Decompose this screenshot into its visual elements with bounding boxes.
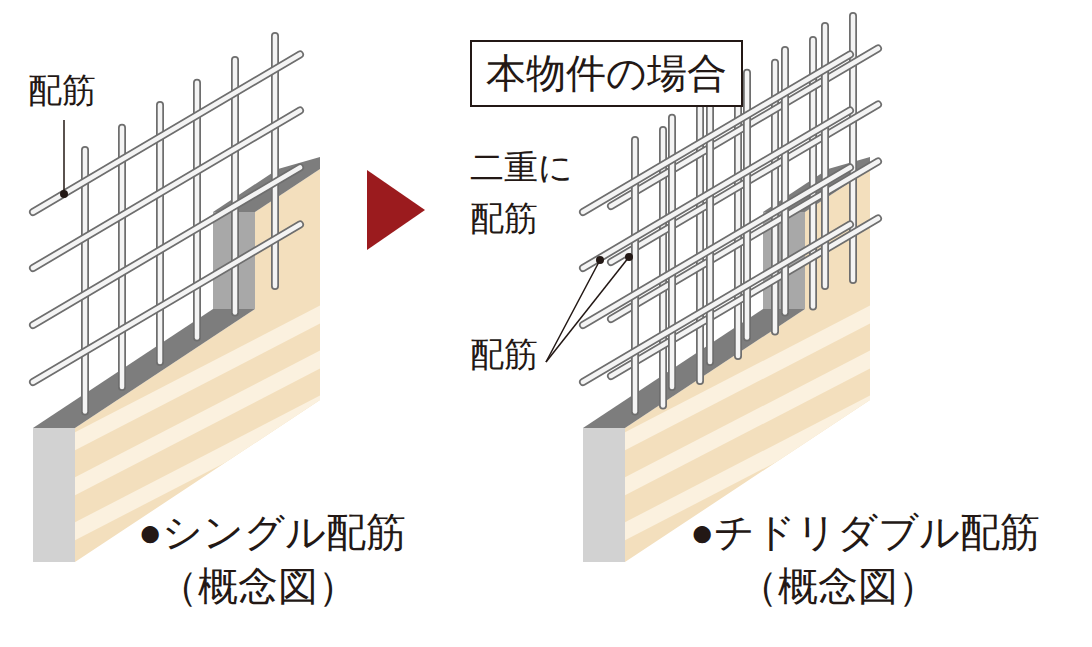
part-label: 配筋 [28, 70, 96, 113]
leader-dot [60, 190, 68, 198]
leader-dot [596, 256, 604, 264]
caption-label: ●チドリダブル配筋 [690, 508, 1040, 558]
wall-top [33, 309, 255, 428]
part-label: 配筋 [470, 334, 538, 377]
rebar-outline [156, 105, 164, 362]
leader-lines [60, 120, 633, 362]
rebar-outline [33, 224, 300, 382]
leader-line [546, 257, 629, 362]
rebar-outline [81, 150, 89, 412]
rebar [83, 150, 88, 412]
caption-label: ●シングル配筋 [138, 508, 406, 558]
note-label: 二重に 配筋 [470, 142, 582, 244]
caption-note: （概念図） [738, 562, 938, 612]
wall-end-face [33, 428, 75, 562]
wall-end-face [583, 428, 625, 562]
leader-dot [625, 253, 633, 261]
leader-line [546, 260, 600, 362]
rebar [583, 224, 850, 382]
wall-band [610, 340, 890, 503]
wall-band [60, 475, 340, 638]
rebar [33, 224, 300, 382]
rebar [195, 83, 200, 338]
rebar [120, 128, 125, 387]
box-text: 本物件の場合 [486, 46, 727, 101]
label-box: 本物件の場合 [470, 40, 743, 107]
rebar-outline [583, 224, 850, 382]
arrow-triangle [367, 170, 425, 250]
wall-band [60, 340, 340, 503]
wall-band [610, 475, 890, 638]
rebar [158, 105, 163, 362]
caption-note: （概念図） [158, 562, 358, 612]
rebar-outline [118, 128, 126, 387]
leader-line [63, 120, 65, 194]
